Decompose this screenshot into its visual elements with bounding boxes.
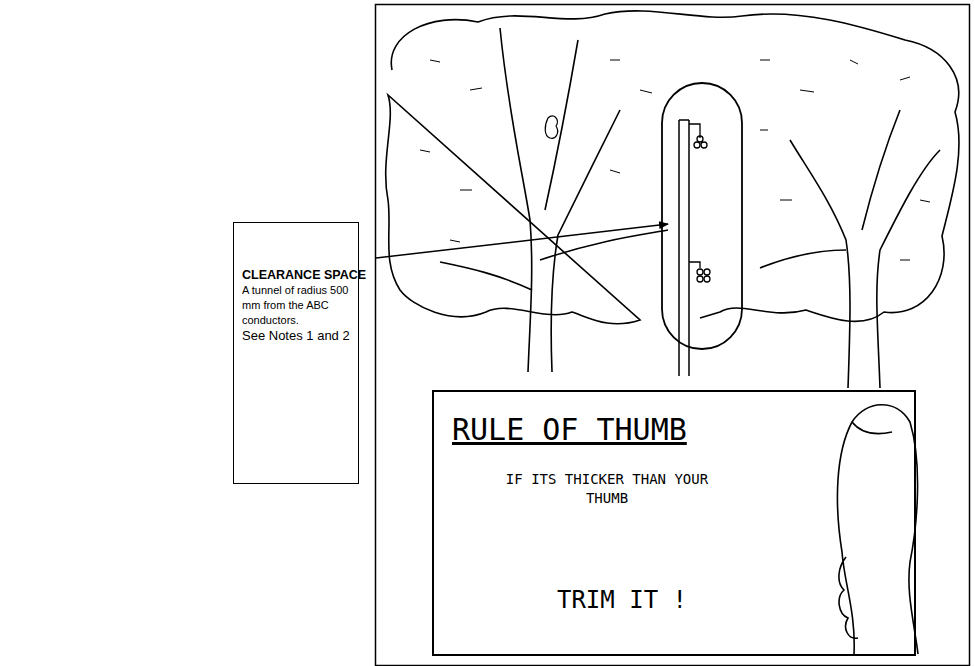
heading-text: CLEARANCE SPACE (242, 267, 360, 284)
koala-sketch (545, 116, 557, 138)
rule-box: RULE OF THUMB IF ITS THICKER THAN YOUR TH… (432, 390, 916, 656)
tree-canopy (386, 11, 959, 324)
callout-box: CLEARANCE SPACEA tunnel of radius 500 mm… (233, 222, 359, 484)
rule-heading: RULE OF THUMB (452, 410, 752, 451)
tree-trunks (440, 28, 940, 388)
foliage-marks (420, 60, 930, 260)
rule-action: TRIM IT ! (522, 584, 722, 616)
power-pole (679, 120, 689, 376)
body-text: A tunnel of radius 500 mm from the ABC c… (242, 283, 354, 328)
abc-conductor-symbol (689, 124, 710, 282)
rule-text: IF ITS THICKER THAN YOUR THUMB (492, 470, 722, 508)
note-reference: See Notes 1 and 2 (242, 327, 354, 345)
thumb-sketch (814, 392, 934, 654)
illustration-frame (376, 5, 970, 666)
clearance-tunnel (662, 83, 742, 349)
leader-arrow (376, 224, 668, 258)
